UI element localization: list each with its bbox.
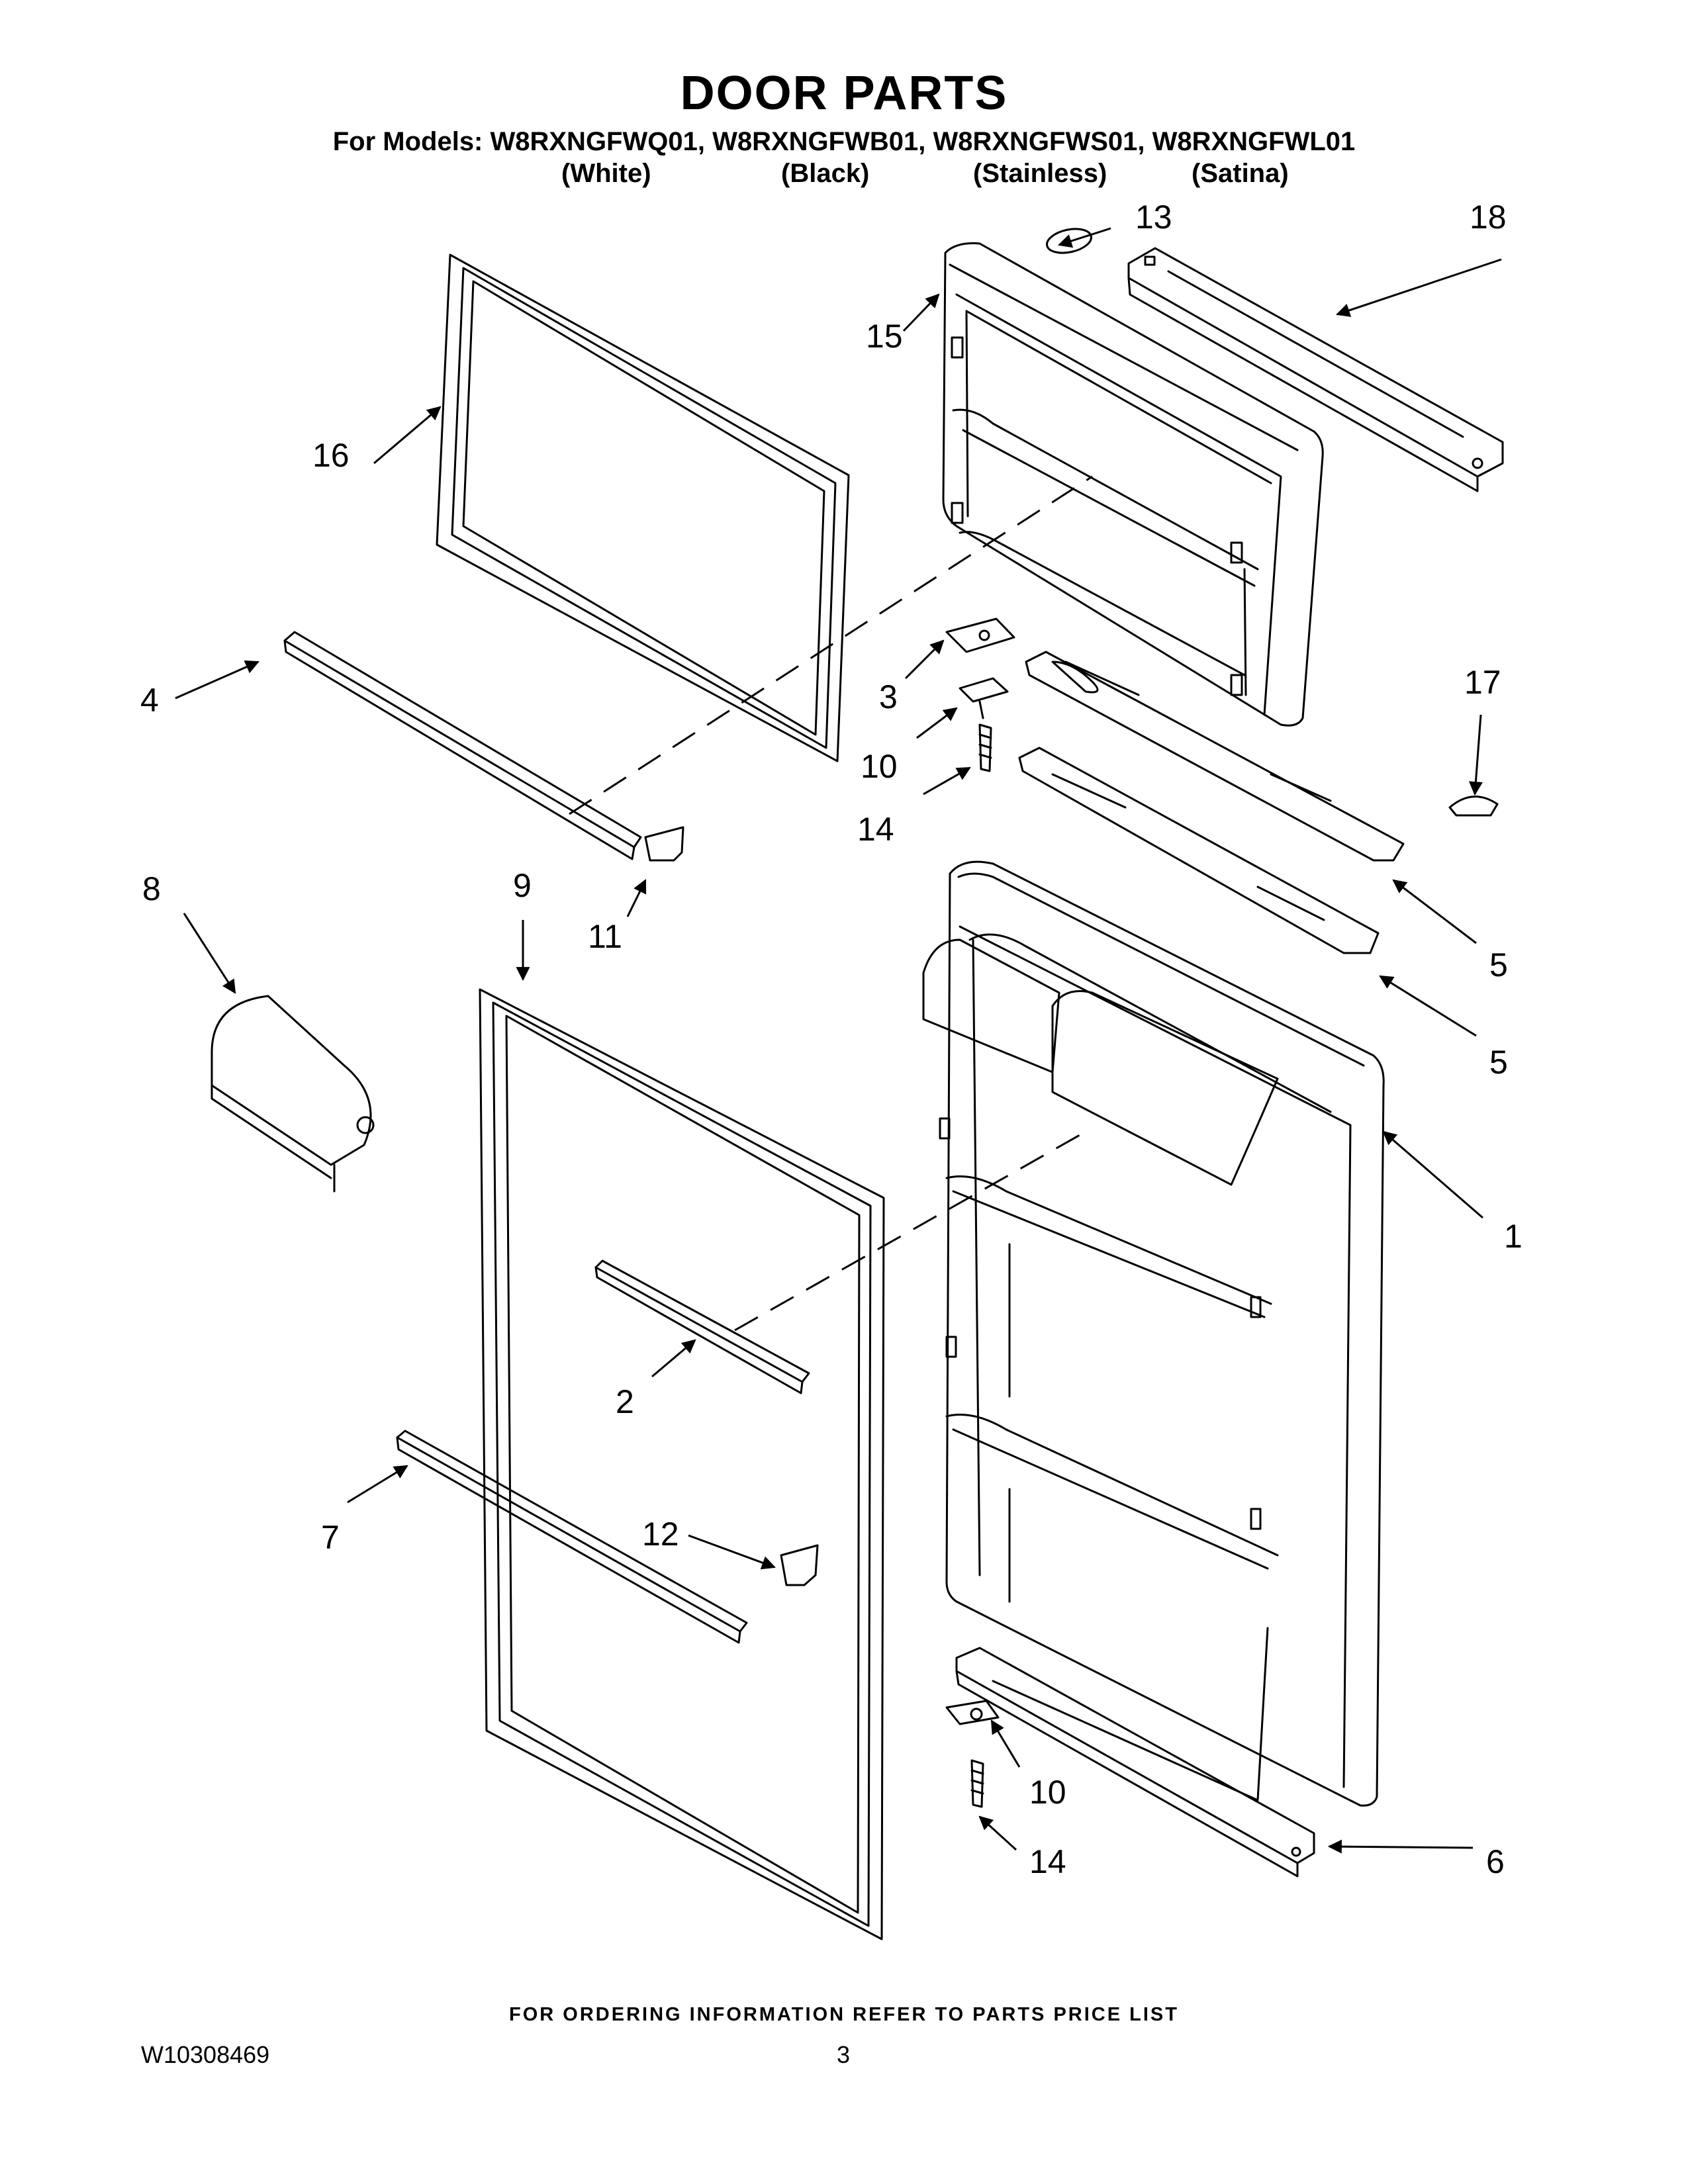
hinge-screw-lower <box>970 1759 984 1808</box>
callout-15: 15 <box>866 318 903 355</box>
fresh-food-door-gasket <box>479 988 885 1940</box>
callout-1: 1 <box>1504 1218 1523 1255</box>
lower-shelf-trim <box>396 1430 748 1644</box>
callout-16: 16 <box>312 437 350 474</box>
shelf-clip-lower <box>780 1544 819 1586</box>
top-hinge-cover <box>1127 247 1504 492</box>
variant-black: (Black) <box>781 159 870 188</box>
callout-3: 3 <box>879 678 898 715</box>
freezer-shelf-trim <box>283 631 642 860</box>
callout-14-upper: 14 <box>857 811 894 848</box>
variant-white: (White) <box>561 159 651 188</box>
freezer-door <box>942 242 1324 727</box>
shelf-clip-upper <box>644 826 684 862</box>
models-line: For Models: W8RXNGFWQ01, W8RXNGFWB01, W8… <box>332 127 1356 156</box>
variant-stainless: (Stainless) <box>973 159 1107 188</box>
plug-button <box>1046 228 1092 254</box>
fresh-food-door-handle <box>1018 747 1380 954</box>
callout-7: 7 <box>321 1519 340 1556</box>
hinge-shim-lower <box>945 1700 1000 1725</box>
ordering-note: FOR ORDERING INFORMATION REFER TO PARTS … <box>509 2004 1179 2025</box>
callout-5-lower: 5 <box>1489 1044 1508 1081</box>
callout-13: 13 <box>1135 199 1172 236</box>
freezer-door-handle <box>1025 651 1405 862</box>
page-title: DOOR PARTS <box>680 67 1008 120</box>
callout-6: 6 <box>1486 1843 1505 1880</box>
callout-8: 8 <box>142 870 161 907</box>
callout-9: 9 <box>513 867 532 904</box>
variant-satina: (Satina) <box>1192 159 1289 188</box>
document-number: W10308469 <box>141 2041 270 2068</box>
callout-14-lower: 14 <box>1029 1843 1066 1880</box>
plug-button-side <box>1448 796 1499 817</box>
callout-2: 2 <box>616 1383 634 1420</box>
callout-11: 11 <box>588 918 622 955</box>
callout-4: 4 <box>140 682 159 719</box>
dairy-door <box>211 995 375 1193</box>
hinge-shim-upper <box>959 677 1009 703</box>
bottom-door-trim <box>955 1647 1315 1878</box>
callout-10-lower: 10 <box>1029 1774 1066 1811</box>
page-number: 3 <box>837 2041 851 2068</box>
fresh-food-door <box>922 860 1385 1807</box>
door-shelf-trim <box>594 1259 810 1394</box>
callout-12: 12 <box>642 1516 679 1553</box>
freezer-door-gasket <box>436 253 850 762</box>
callout-5-upper: 5 <box>1489 946 1508 983</box>
upper-hinge <box>945 617 1015 653</box>
callout-18: 18 <box>1470 199 1507 236</box>
hinge-screw-upper <box>978 723 992 772</box>
callout-17: 17 <box>1464 664 1501 701</box>
callout-10-upper: 10 <box>861 748 898 785</box>
